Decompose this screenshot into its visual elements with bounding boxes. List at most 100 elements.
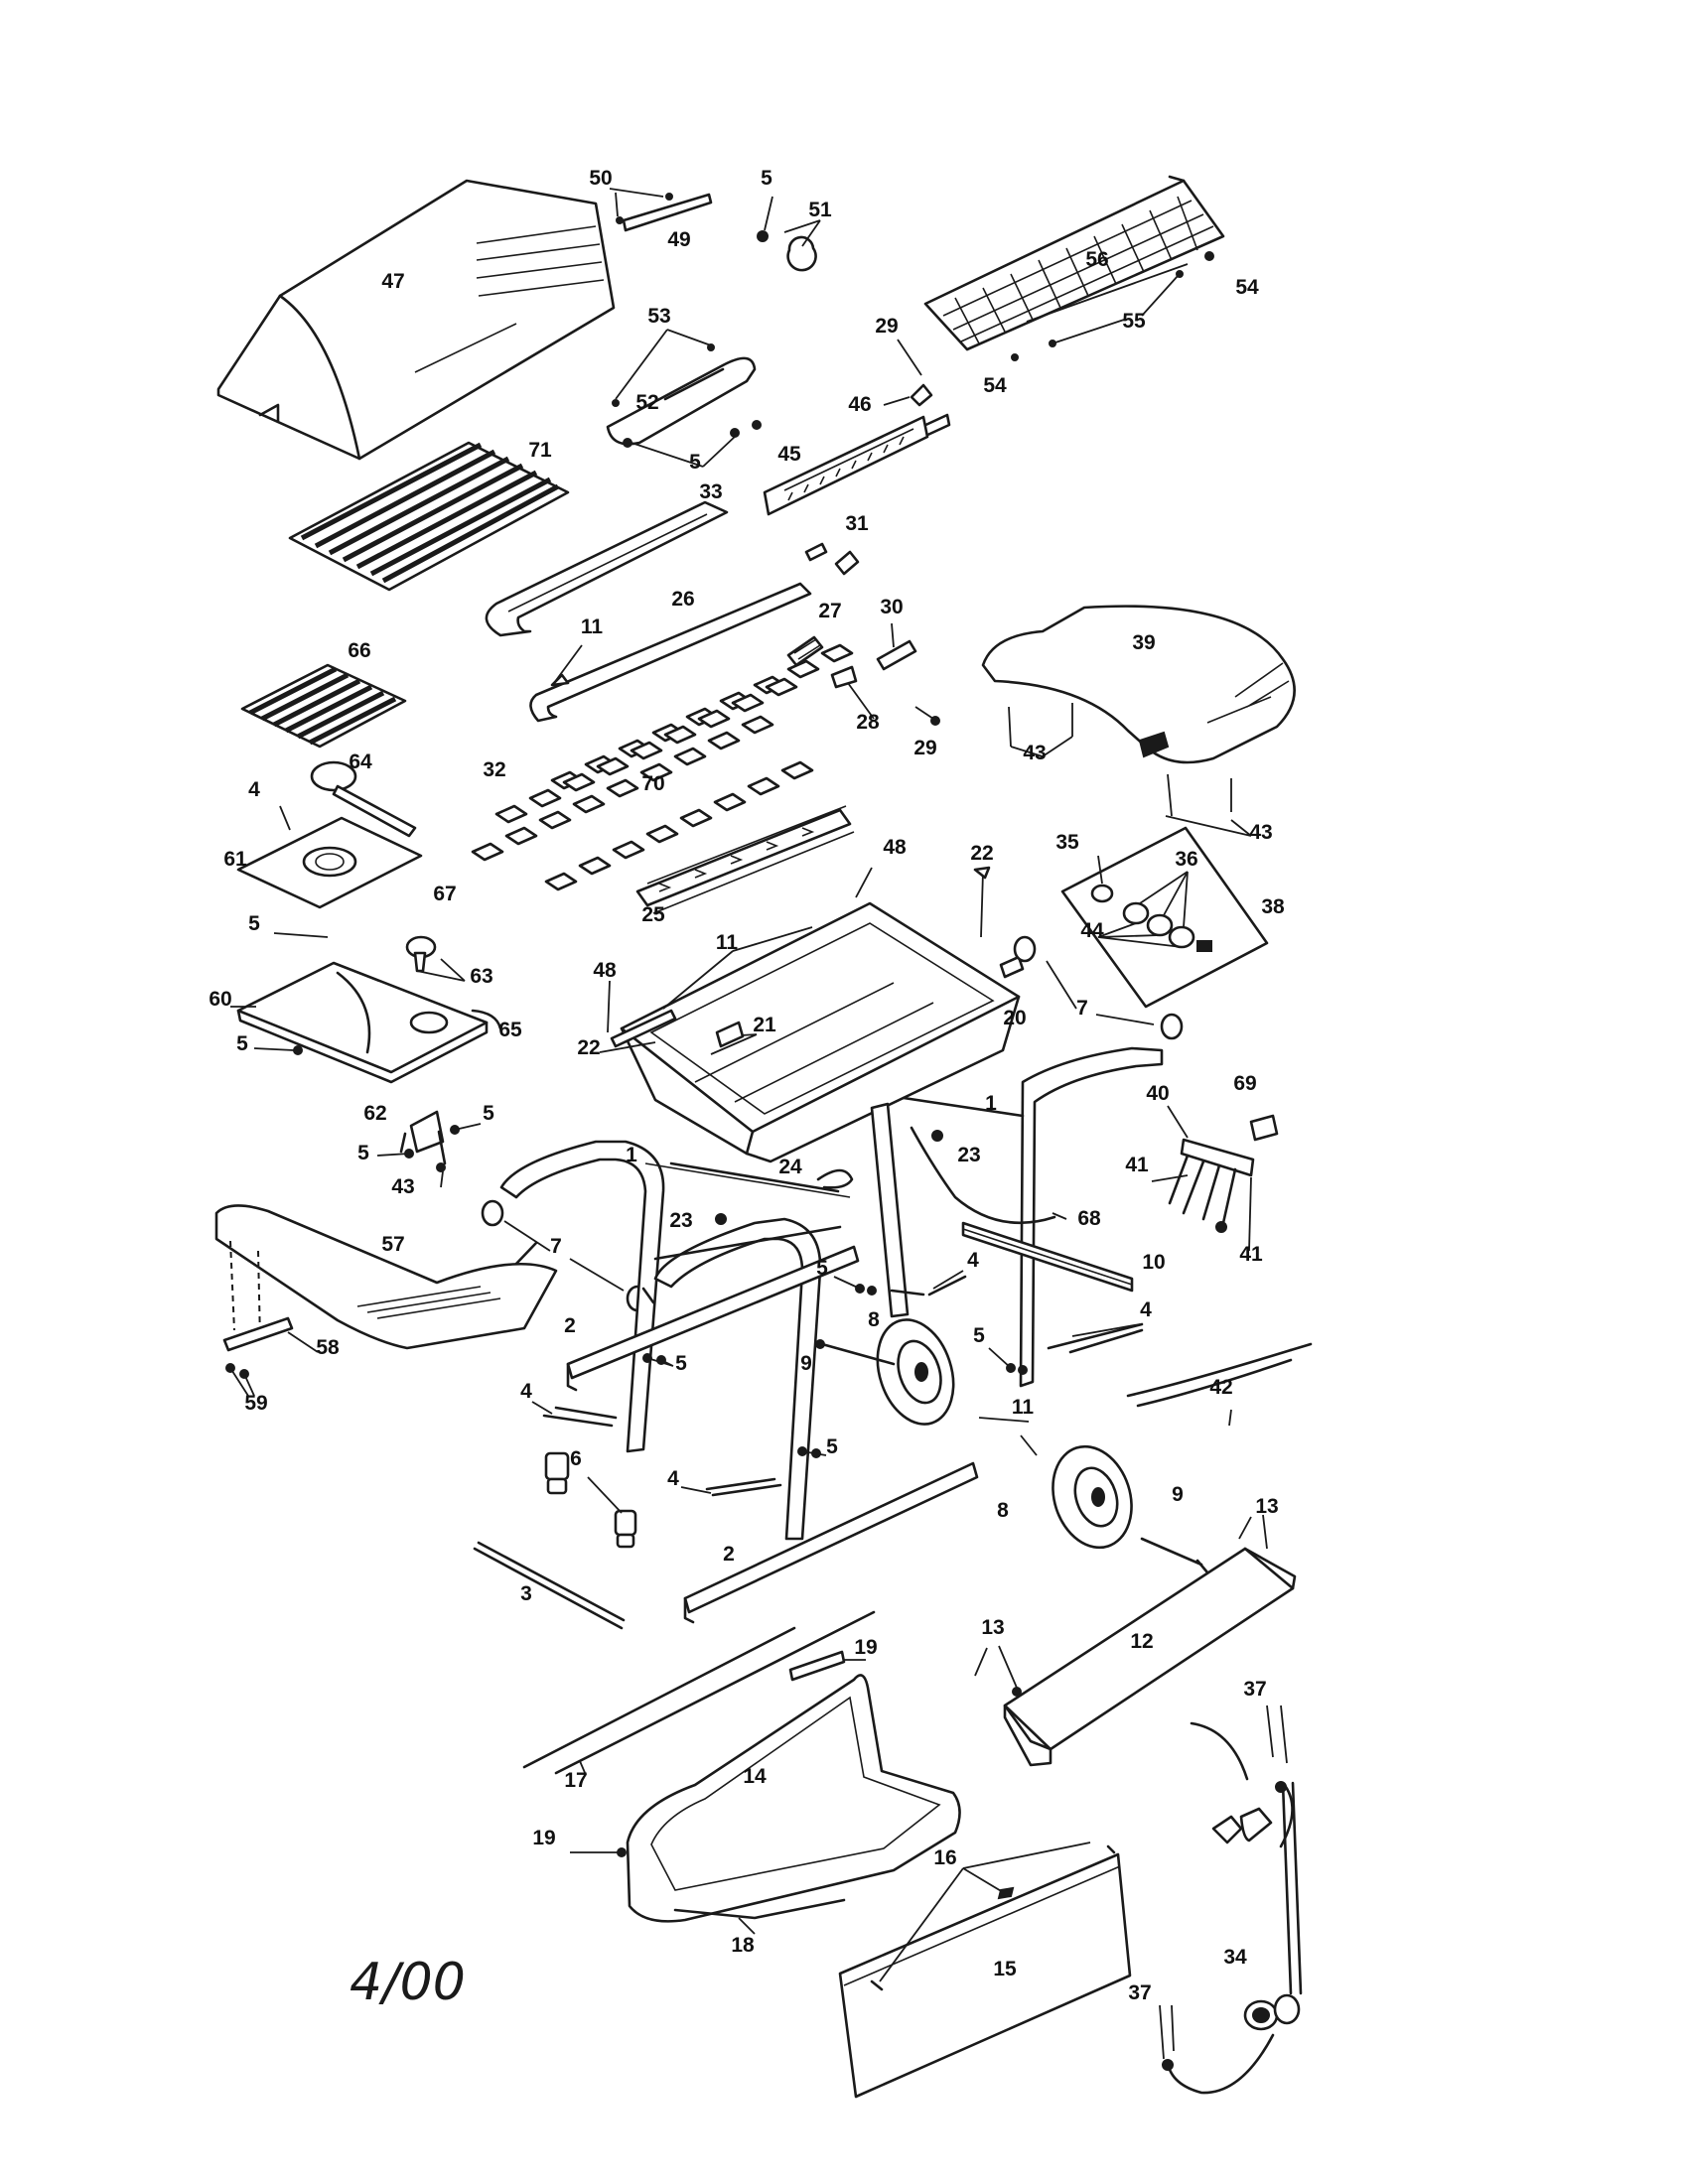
callout-c2a: 2 xyxy=(564,1314,576,1337)
callout-c16: 16 xyxy=(933,1846,956,1869)
shelf-bracket-part xyxy=(222,1316,319,1397)
callout-c66: 66 xyxy=(348,639,370,662)
callout-c18: 18 xyxy=(731,1934,755,1957)
callout-c1b: 1 xyxy=(626,1144,637,1166)
callout-c5f: 5 xyxy=(357,1142,369,1164)
briquette-tile xyxy=(713,792,747,812)
callout-c5e: 5 xyxy=(483,1102,494,1125)
briquette-tile xyxy=(639,762,673,782)
front-panel-part xyxy=(974,1514,1297,1767)
callout-c8b: 8 xyxy=(997,1499,1009,1522)
callout-c52: 52 xyxy=(635,391,658,414)
callout-c70: 70 xyxy=(641,772,664,795)
callout-c51: 51 xyxy=(808,199,832,221)
callout-c14: 14 xyxy=(743,1765,767,1788)
callout-c31: 31 xyxy=(845,512,869,535)
callout-c60: 60 xyxy=(209,988,231,1011)
callout-c43a: 43 xyxy=(1023,742,1046,764)
callout-c40: 40 xyxy=(1146,1082,1169,1105)
callout-c43c: 43 xyxy=(391,1175,414,1198)
briquette-tile xyxy=(471,842,504,862)
briquette-tile xyxy=(612,840,645,860)
callout-c49: 49 xyxy=(667,228,690,251)
briquette-tile xyxy=(747,776,780,796)
briquette-tile xyxy=(538,810,572,830)
callout-c4e: 4 xyxy=(667,1467,679,1490)
gas-line-part xyxy=(1126,1342,1313,1427)
side-burner-bowl-part xyxy=(236,805,423,938)
callout-c46: 46 xyxy=(848,393,871,416)
callout-c54a: 54 xyxy=(1235,276,1259,299)
spring-clip-part xyxy=(804,542,860,576)
callout-c4c: 4 xyxy=(1140,1298,1152,1321)
callout-c36: 36 xyxy=(1175,848,1197,871)
warming-rack-part xyxy=(923,175,1225,361)
callout-c44: 44 xyxy=(1080,919,1104,942)
callout-c9a: 9 xyxy=(800,1352,812,1375)
callout-c12: 12 xyxy=(1130,1630,1153,1653)
callout-c8a: 8 xyxy=(868,1308,880,1331)
callout-c32: 32 xyxy=(483,758,505,781)
briquette-tile xyxy=(630,741,663,760)
briquette-tile xyxy=(606,778,639,798)
door-part xyxy=(838,1842,1132,2099)
briquette-tile xyxy=(528,788,562,808)
bolt-part xyxy=(642,1276,1028,1458)
briquette-tile xyxy=(562,772,596,792)
cooking-grate-part xyxy=(288,441,570,592)
callout-c23b: 23 xyxy=(669,1209,692,1232)
callout-c6: 6 xyxy=(570,1447,582,1470)
side-burner-grate-part xyxy=(240,663,407,749)
gas-hose-part xyxy=(715,1126,1067,1225)
callout-c11b: 11 xyxy=(716,931,739,954)
briquette-tile xyxy=(544,872,578,891)
callout-c29b: 29 xyxy=(913,737,936,759)
callout-c62: 62 xyxy=(363,1102,386,1125)
callout-c57: 57 xyxy=(381,1233,404,1256)
regulator-part xyxy=(1159,1705,1303,2095)
callout-c7a: 7 xyxy=(1076,997,1088,1020)
callout-c47: 47 xyxy=(381,270,404,293)
callout-c53: 53 xyxy=(647,305,670,328)
callout-c5h: 5 xyxy=(973,1324,985,1347)
callout-c37b: 37 xyxy=(1128,1981,1151,2004)
callout-c5d: 5 xyxy=(236,1032,248,1055)
callout-c15: 15 xyxy=(993,1958,1017,1980)
callout-c35: 35 xyxy=(1055,831,1079,854)
callout-c55: 55 xyxy=(1122,310,1146,333)
callout-c19a: 19 xyxy=(854,1636,877,1659)
callout-c50: 50 xyxy=(589,167,612,190)
briquette-tile xyxy=(741,715,774,735)
briquette-tile xyxy=(572,794,606,814)
callout-c22a: 22 xyxy=(970,842,993,865)
callout-c3: 3 xyxy=(520,1582,532,1605)
callout-c22b: 22 xyxy=(577,1036,600,1059)
callout-c43b: 43 xyxy=(1249,821,1272,844)
callout-c25: 25 xyxy=(641,903,665,926)
burner-tube-part xyxy=(529,582,812,723)
callout-c19b: 19 xyxy=(532,1827,555,1849)
briquette-tile xyxy=(679,808,713,828)
callout-c54b: 54 xyxy=(983,374,1007,397)
venturi-tube-part xyxy=(786,622,940,726)
fitting-part xyxy=(544,1451,637,1549)
bottom-bracket-part xyxy=(961,1221,1134,1293)
callout-c59: 59 xyxy=(244,1392,267,1415)
callout-c5a: 5 xyxy=(761,167,772,190)
firebox-part xyxy=(599,866,1025,1163)
callout-c58: 58 xyxy=(316,1336,340,1359)
control-panel-part xyxy=(1060,826,1269,1009)
callout-c41a: 41 xyxy=(1125,1154,1149,1176)
callout-c4a: 4 xyxy=(248,778,260,801)
briquette-tile xyxy=(697,709,731,729)
callout-c11a: 11 xyxy=(581,615,604,638)
callout-c64: 64 xyxy=(349,751,372,773)
support-rod-part xyxy=(531,1270,1144,1497)
date-stamp: 4/00 xyxy=(350,1953,466,2012)
callout-c45: 45 xyxy=(777,443,801,466)
callout-c21: 21 xyxy=(753,1014,776,1036)
briquette-tile xyxy=(596,756,630,776)
valve-manifold-part xyxy=(1151,1105,1279,1252)
